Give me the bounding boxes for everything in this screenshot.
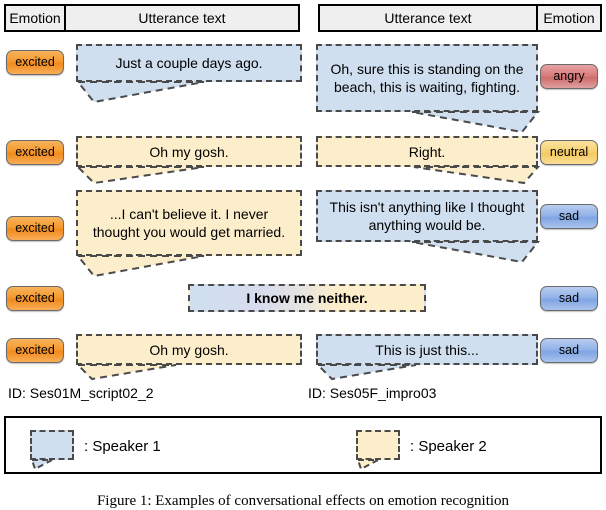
utterance-bubble-right-3: This isn't anything like I thought anyth… [316, 190, 538, 242]
conversation-id-right: ID: Ses05F_impro03 [308, 385, 437, 401]
utterance-bubble-right-1: Oh, sure this is standing on the beach, … [316, 44, 538, 112]
utterance-bubble-left-3: ...I can't believe it. I never thought y… [76, 190, 302, 256]
bubble-tail-left-3 [76, 255, 205, 278]
bubble-tail-right-5 [316, 364, 417, 381]
header-emotion-right: Emotion [536, 4, 602, 32]
conversation-area: excited Just a couple days ago. excited … [0, 36, 606, 381]
bubble-tail-right-1 [411, 111, 540, 134]
bubble-tail-left-1 [76, 81, 205, 104]
table-header-row: Emotion Utterance text Utterance text Em… [0, 0, 606, 36]
emotion-badge-left-2: excited [6, 140, 64, 165]
bubble-tail-left-5 [76, 364, 177, 381]
emotion-badge-right-2: neutral [540, 140, 598, 165]
legend-swatch-speaker2 [356, 430, 400, 460]
emotion-badge-right-3: sad [540, 204, 598, 229]
emotion-badge-left-5: excited [6, 338, 64, 363]
legend-box: : Speaker 1 : Speaker 2 [4, 416, 602, 474]
utterance-bubble-left-5: Oh my gosh. [76, 334, 302, 365]
legend-tail-speaker2 [356, 459, 379, 471]
bubble-tail-right-2 [413, 166, 540, 185]
utterance-bubble-right-5: This is just this... [316, 334, 538, 365]
emotion-badge-left-4: excited [6, 286, 64, 311]
header-emotion-left: Emotion [4, 4, 66, 32]
legend-label-speaker1: : Speaker 1 [84, 438, 161, 455]
emotion-badge-right-4: sad [540, 286, 598, 311]
bubble-tail-left-2 [76, 166, 205, 185]
legend-swatch-speaker1 [30, 430, 74, 460]
header-utterance-left: Utterance text [64, 4, 300, 32]
utterance-bubble-right-2: Right. [316, 136, 538, 167]
emotion-badge-right-5: sad [540, 338, 598, 363]
figure-caption: Figure 1: Examples of conversational eff… [96, 493, 510, 509]
bubble-tail-right-3 [411, 241, 540, 264]
conversation-id-left: ID: Ses01M_script02_2 [8, 385, 154, 401]
utterance-bubble-shared: I know me neither. [188, 284, 426, 312]
legend-tail-speaker1 [30, 459, 53, 471]
emotion-badge-right-1: angry [540, 64, 598, 89]
utterance-bubble-left-2: Oh my gosh. [76, 136, 302, 167]
legend-label-speaker2: : Speaker 2 [410, 438, 487, 455]
header-utterance-right: Utterance text [318, 4, 538, 32]
emotion-badge-left-3: excited [6, 216, 64, 241]
utterance-bubble-left-1: Just a couple days ago. [76, 44, 302, 82]
emotion-badge-left-1: excited [6, 50, 64, 75]
